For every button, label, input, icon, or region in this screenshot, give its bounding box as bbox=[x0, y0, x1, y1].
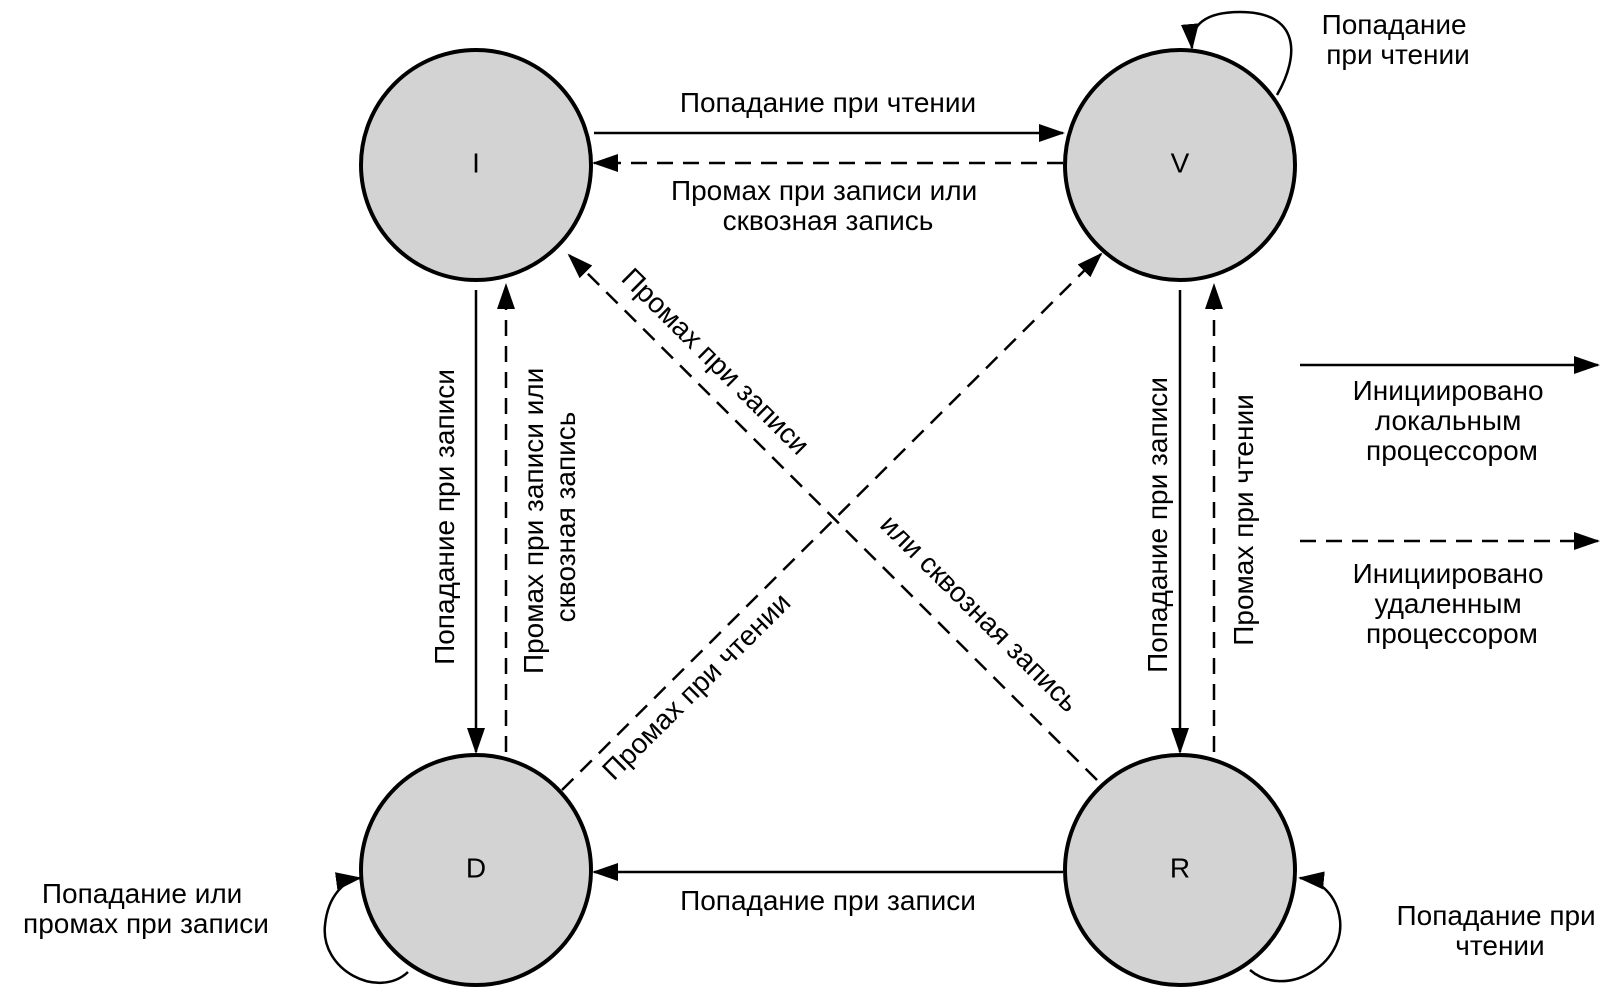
edge-d-to-i-label: Промах при записи или сквозная запись bbox=[518, 360, 581, 674]
edge-d-to-i-label-line1: Промах при записи или bbox=[518, 368, 549, 674]
loop-r-self-label: Попадание при чтении bbox=[1397, 900, 1604, 961]
legend-solid-label: Инициировано локальным процессором bbox=[1353, 375, 1552, 466]
edge-r-to-d-label: Попадание при записи bbox=[680, 885, 976, 916]
edge-r-to-i-arrow bbox=[567, 253, 1098, 781]
edge-r-to-i-label-part1: Промах при записи bbox=[616, 262, 816, 461]
loop-d-self-arrow bbox=[323, 872, 409, 984]
legend-dashed-label: Инициировано удаленным процессором bbox=[1353, 558, 1552, 649]
legend-solid-label-line3: процессором bbox=[1366, 435, 1538, 466]
legend-solid-label-line1: Инициировано bbox=[1353, 375, 1544, 406]
edge-d-to-i-label-line2: сквозная запись bbox=[550, 412, 581, 623]
state-r-circle bbox=[1063, 753, 1297, 987]
loop-v-self-arrow bbox=[1180, 10, 1293, 96]
state-d-label: D bbox=[466, 852, 486, 883]
legend-dashed-label-line3: процессором bbox=[1366, 618, 1538, 649]
loop-v-self-label-line1: Попадание bbox=[1322, 9, 1467, 40]
edge-i-to-v-label: Попадание при чтении bbox=[680, 87, 976, 118]
loop-r-self-label-line2: чтении bbox=[1455, 930, 1544, 961]
edge-v-to-r-label: Попадание при записи bbox=[1142, 377, 1173, 673]
legend-dashed-label-line2: удаленным bbox=[1375, 588, 1522, 619]
state-r-label: R bbox=[1170, 852, 1190, 883]
state-v-label: V bbox=[1171, 147, 1190, 178]
loop-v-self-label: Попадание при чтении bbox=[1322, 9, 1475, 70]
edge-r-to-i-label-part2: или сквозная запись bbox=[874, 509, 1085, 718]
edge-v-to-i-label-line1: Промах при записи или bbox=[671, 175, 977, 206]
edge-d-to-v-arrow bbox=[561, 252, 1103, 791]
loop-r-self-label-line1: Попадание при bbox=[1397, 900, 1596, 931]
edge-i-to-d-label: Попадание при записи bbox=[429, 369, 460, 665]
loop-d-self-label: Попадание или промах при записи bbox=[23, 878, 269, 939]
state-d-circle bbox=[359, 753, 593, 987]
loop-r-self-arrow bbox=[1249, 871, 1342, 983]
legend-solid-label-line2: локальным bbox=[1375, 405, 1521, 436]
edge-r-to-v-label: Промах при чтении bbox=[1228, 394, 1259, 645]
edge-v-to-i-label-line2: сквозная запись bbox=[723, 205, 934, 236]
state-v-circle bbox=[1063, 48, 1297, 282]
state-i-label: I bbox=[472, 147, 480, 178]
loop-v-self-label-line2: при чтении bbox=[1326, 39, 1470, 70]
edge-v-to-i-label: Промах при записи или сквозная запись bbox=[671, 175, 985, 236]
state-i-circle bbox=[359, 48, 593, 282]
loop-d-self-label-line2: промах при записи bbox=[23, 908, 269, 939]
legend-dashed-label-line1: Инициировано bbox=[1353, 558, 1544, 589]
loop-d-self-label-line1: Попадание или bbox=[42, 878, 242, 909]
edge-d-to-v-label: Промах при чтении bbox=[596, 587, 796, 786]
